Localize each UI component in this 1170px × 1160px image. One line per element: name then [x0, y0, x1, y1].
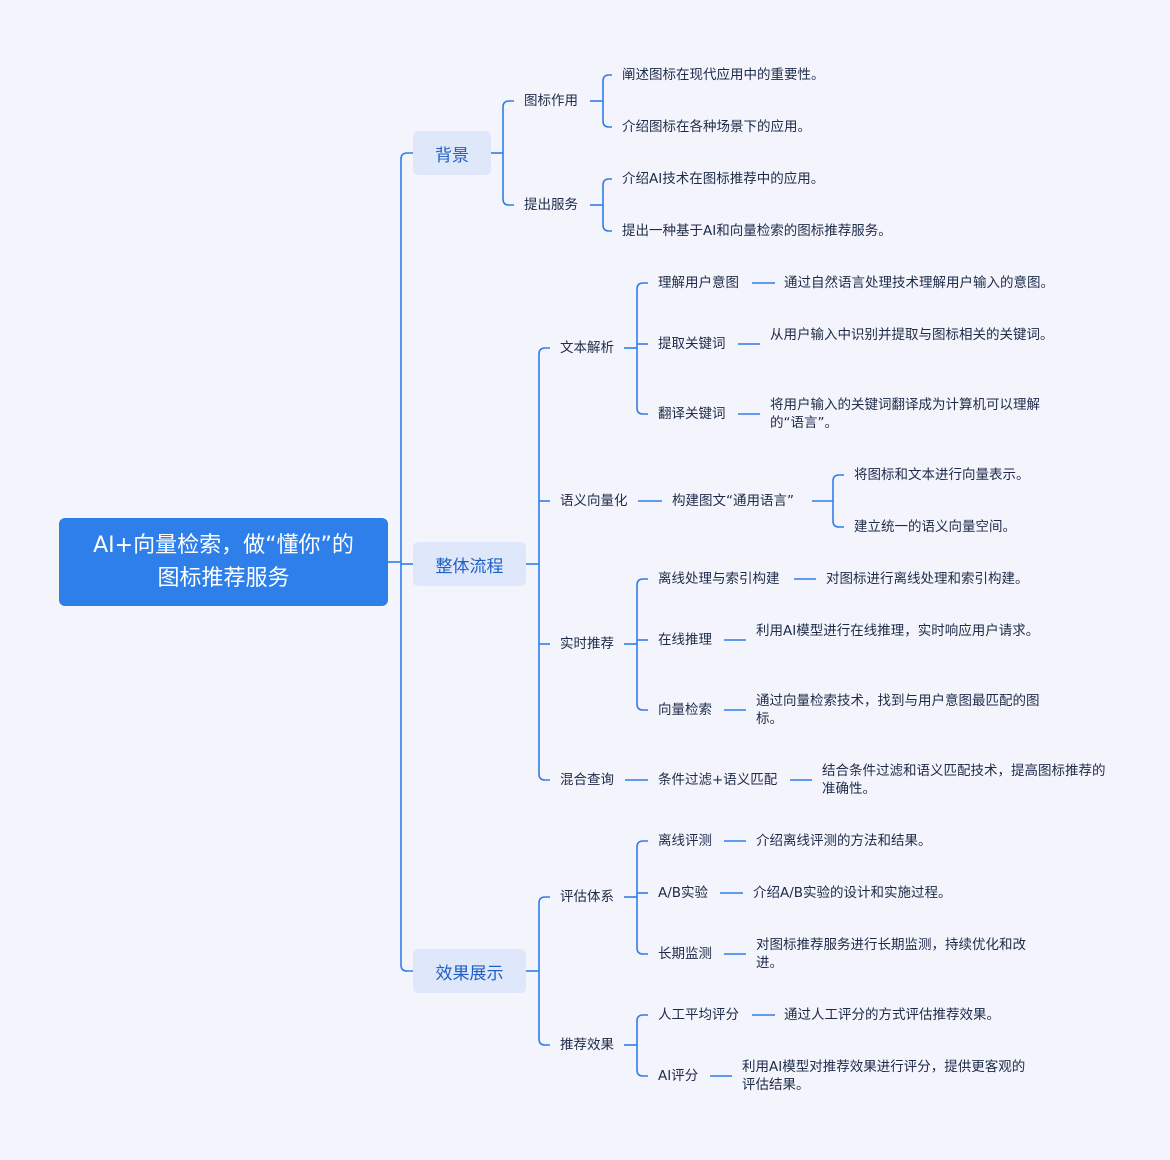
topic-propose-service[interactable]: 提出服务	[524, 197, 578, 213]
connector-line	[832, 474, 844, 482]
topic-recommendation-effect[interactable]: 推荐效果	[560, 1037, 614, 1053]
leaf-offline-indexing-desc[interactable]: 对图标进行离线处理和索引构建。	[826, 571, 1029, 587]
topic-semantic-vectorization[interactable]: 语义向量化	[560, 493, 628, 509]
topic-human-average-score[interactable]: 人工平均评分	[658, 1007, 739, 1023]
connector-line	[636, 407, 648, 415]
topic-icon-role[interactable]: 图标作用	[524, 93, 578, 109]
leaf-icon-importance[interactable]: 阐述图标在现代应用中的重要性。	[622, 67, 825, 83]
connector-line	[502, 198, 514, 206]
connector-line	[400, 964, 413, 972]
leaf-nlp-intent[interactable]: 通过自然语言处理技术理解用户输入的意图。	[784, 275, 1054, 291]
topic-offline-evaluation[interactable]: 离线评测	[658, 833, 712, 849]
topic-realtime-recommendation[interactable]: 实时推荐	[560, 636, 614, 652]
leaf-vector-representation[interactable]: 将图标和文本进行向量表示。	[854, 467, 1030, 483]
leaf-ab-test-desc[interactable]: 介绍A/B实验的设计和实施过程。	[753, 885, 952, 901]
connector-line	[602, 74, 612, 82]
topic-online-inference[interactable]: 在线推理	[658, 632, 712, 648]
topic-ab-test[interactable]: A/B实验	[658, 885, 709, 901]
connector-line	[832, 520, 844, 528]
topic-evaluation-system[interactable]: 评估体系	[560, 889, 614, 905]
leaf-online-inference-desc[interactable]: 利用AI模型进行在线推理，实时响应用户请求。	[756, 623, 1040, 639]
topic-text-parsing[interactable]: 文本解析	[560, 340, 614, 356]
root-topic-label: AI+向量检索，做“懂你”的图标推荐服务	[93, 533, 354, 591]
connector-line	[636, 947, 648, 955]
branch-overall-process[interactable]: 整体流程	[413, 542, 526, 586]
connector-line	[538, 896, 550, 904]
connector-line	[538, 347, 550, 355]
leaf-icon-scenarios[interactable]: 介绍图标在各种场景下的应用。	[622, 119, 811, 135]
connector-line	[636, 578, 648, 586]
branch-label: 效果展示	[435, 963, 504, 984]
leaf-ai-score-desc[interactable]: 利用AI模型对推荐效果进行评分，提供更客观的评估结果。	[742, 1059, 1026, 1093]
topic-hybrid-query[interactable]: 混合查询	[560, 772, 614, 788]
leaf-long-term-monitoring-desc[interactable]: 对图标推荐服务进行长期监测，持续优化和改进。	[756, 937, 1026, 971]
topic-understand-intent[interactable]: 理解用户意图	[658, 275, 739, 291]
connector-line	[636, 840, 648, 848]
connector-line	[502, 100, 514, 108]
topic-extract-keywords[interactable]: 提取关键词	[658, 336, 726, 352]
connector-line	[636, 282, 648, 290]
connector-line	[636, 1014, 648, 1022]
leaf-unified-vector-space[interactable]: 建立统一的语义向量空间。	[854, 519, 1016, 535]
leaf-hybrid-query-desc[interactable]: 结合条件过滤和语义匹配技术，提高图标推荐的准确性。	[822, 763, 1106, 797]
leaf-ai-vector-service[interactable]: 提出一种基于AI和向量检索的图标推荐服务。	[622, 223, 892, 239]
topic-ai-score[interactable]: AI评分	[658, 1068, 699, 1084]
connector-line	[602, 178, 612, 186]
connector-line	[538, 773, 550, 781]
connector-line	[400, 152, 413, 160]
leaf-extract-keywords-desc[interactable]: 从用户输入中识别并提取与图标相关的关键词。	[770, 327, 1054, 343]
root-topic[interactable]: AI+向量检索，做“懂你”的图标推荐服务	[59, 518, 388, 606]
leaf-human-score-desc[interactable]: 通过人工评分的方式评估推荐效果。	[784, 1007, 1000, 1023]
connector-line	[636, 703, 648, 711]
connector-line	[602, 224, 612, 232]
connector-line	[538, 1038, 550, 1046]
leaf-ai-in-recommendation[interactable]: 介绍AI技术在图标推荐中的应用。	[622, 171, 825, 187]
topic-long-term-monitoring[interactable]: 长期监测	[658, 946, 712, 962]
topic-vector-search[interactable]: 向量检索	[658, 702, 712, 718]
topic-offline-indexing[interactable]: 离线处理与索引构建	[658, 571, 780, 587]
branch-label: 背景	[435, 145, 469, 166]
topic-translate-keywords[interactable]: 翻译关键词	[658, 406, 726, 422]
branch-background[interactable]: 背景	[413, 131, 491, 175]
leaf-vector-search-desc[interactable]: 通过向量检索技术，找到与用户意图最匹配的图标。	[756, 693, 1040, 727]
branch-label: 整体流程	[435, 556, 504, 577]
leaf-offline-evaluation-desc[interactable]: 介绍离线评测的方法和结果。	[756, 833, 932, 849]
connector-line	[602, 120, 612, 128]
leaf-translate-keywords-desc[interactable]: 将用户输入的关键词翻译成为计算机可以理解的“语言”。	[770, 397, 1040, 431]
topic-filter-semantic-match[interactable]: 条件过滤+语义匹配	[658, 772, 778, 788]
branch-results[interactable]: 效果展示	[413, 949, 526, 993]
topic-common-language[interactable]: 构建图文“通用语言”	[672, 493, 794, 509]
connector-line	[636, 1069, 648, 1077]
